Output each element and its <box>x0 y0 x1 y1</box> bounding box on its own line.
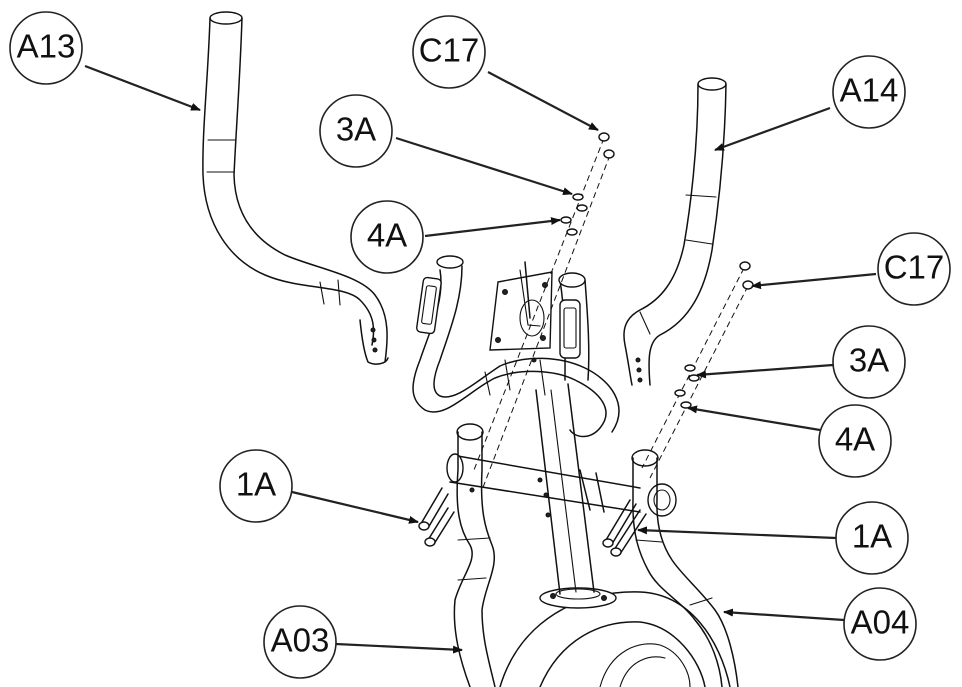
callout-a04: A04 <box>843 587 917 661</box>
callout-label-a04: A04 <box>851 604 910 641</box>
leader-lines <box>84 64 877 654</box>
callout-label-a14: A14 <box>840 72 899 109</box>
callout-label-3a-right: 3A <box>849 342 889 379</box>
right-upper-handle-arm-a14 <box>623 77 727 386</box>
callout-label-a13: A13 <box>17 28 76 65</box>
left-bolts-1a <box>418 487 455 547</box>
left-pulse-grip <box>416 255 464 335</box>
callout-a14: A14 <box>832 55 906 129</box>
console-mount-plate <box>489 261 553 351</box>
callout-3a-right: 3A <box>832 325 906 399</box>
callout-a13: A13 <box>9 11 83 85</box>
callout-label-4a-top: 4A <box>367 217 407 254</box>
left-upper-handle-arm-a13 <box>202 11 389 365</box>
callout-c17-right: C17 <box>877 232 951 306</box>
callout-label-c17-top: C17 <box>419 32 480 69</box>
right-bolts-1a <box>602 499 647 557</box>
top-fastener-stack <box>560 132 615 236</box>
pivot-axle-tube <box>446 453 677 517</box>
right-fastener-stack <box>674 261 754 409</box>
callout-a03: A03 <box>263 605 337 679</box>
callout-c17-top: C17 <box>412 15 486 89</box>
main-post-base-plate <box>539 587 617 609</box>
flywheel-housing <box>499 591 731 687</box>
callout-label-1a-left: 1A <box>236 466 276 503</box>
callout-1a-left: 1A <box>219 449 293 523</box>
callout-4a-right: 4A <box>818 404 892 478</box>
callout-3a-top: 3A <box>319 94 393 168</box>
callout-label-3a-top: 3A <box>336 111 376 148</box>
callout-label-1a-right: 1A <box>852 518 892 555</box>
callout-4a-top: 4A <box>350 200 424 274</box>
left-lower-arm-a03 <box>453 423 496 687</box>
callout-label-4a-right: 4A <box>835 421 875 458</box>
callout-label-a03: A03 <box>271 622 330 659</box>
callout-label-c17-right: C17 <box>884 249 945 286</box>
right-lower-arm-a04 <box>631 449 739 687</box>
main-center-post <box>531 357 595 595</box>
callout-1a-right: 1A <box>835 501 909 575</box>
right-pulse-grip <box>558 272 586 359</box>
